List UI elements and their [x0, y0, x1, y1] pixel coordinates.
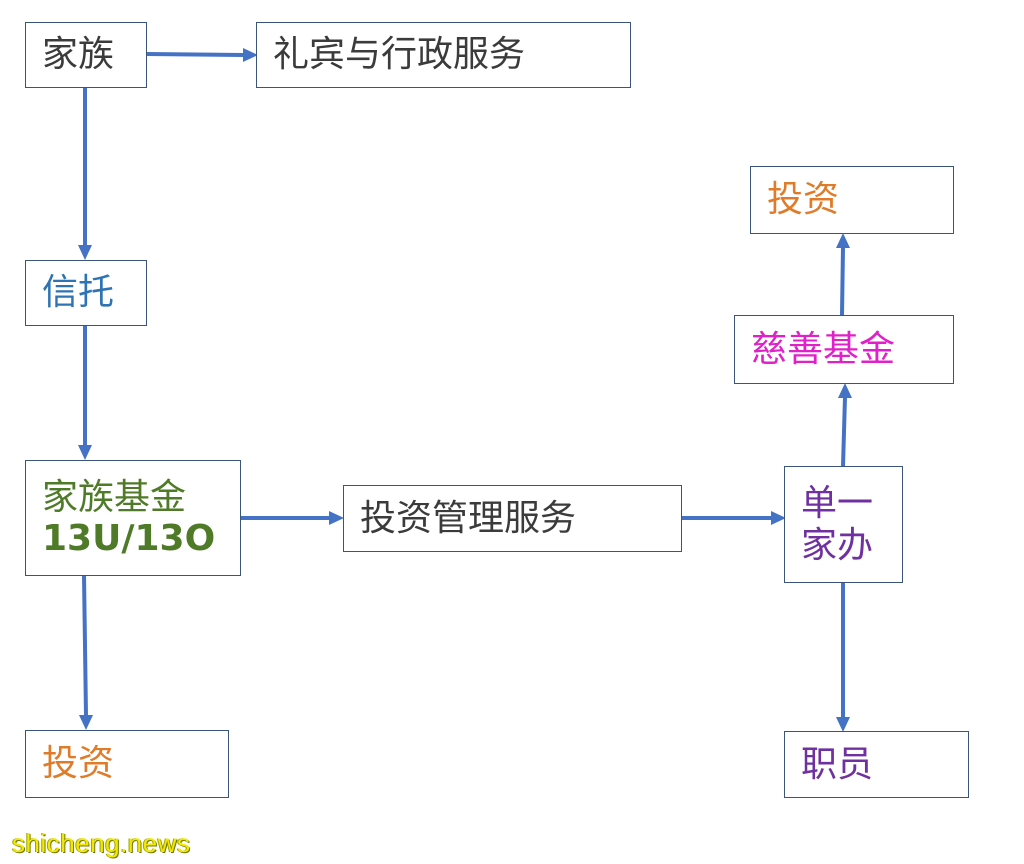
- arrow-family-fund-to-mgmt: [240, 511, 344, 525]
- node-family-fund: 家族基金 13U/13O: [25, 460, 241, 576]
- node-family: 家族: [25, 22, 147, 88]
- node-staff: 职员: [784, 731, 969, 798]
- node-family-label: 家族: [42, 34, 115, 76]
- node-investment-left: 投资: [25, 730, 229, 798]
- node-family-fund-label: 家族基金: [42, 476, 187, 518]
- arrow-charity-to-invest: [836, 233, 850, 316]
- node-family-fund-scheme: 13U/13O: [42, 518, 216, 559]
- node-staff-label: 职员: [801, 743, 874, 785]
- node-investment-management-services: 投资管理服务: [343, 485, 682, 552]
- node-concierge-label: 礼宾与行政服务: [273, 34, 526, 76]
- watermark-text: shicheng.news: [12, 828, 191, 858]
- arrow-family-to-trust: [78, 87, 92, 260]
- node-concierge-admin-services: 礼宾与行政服务: [256, 22, 631, 88]
- arrow-trust-to-family-fund: [78, 325, 92, 460]
- node-charity-fund: 慈善基金: [734, 315, 954, 384]
- arrow-single-office-to-charity: [838, 383, 852, 467]
- node-trust: 信托: [25, 260, 147, 326]
- node-single-office-line2: 家办: [801, 524, 874, 566]
- node-investment-left-label: 投资: [42, 743, 115, 785]
- node-mgmt-label: 投资管理服务: [360, 497, 577, 539]
- node-investment-right: 投资: [750, 166, 954, 234]
- node-charity-label: 慈善基金: [751, 328, 896, 370]
- arrow-family-to-concierge: [145, 48, 258, 62]
- arrow-single-office-to-staff: [836, 582, 850, 732]
- node-trust-label: 信托: [42, 272, 115, 314]
- arrow-mgmt-to-single-office: [681, 511, 786, 525]
- arrow-family-fund-to-invest: [79, 574, 93, 730]
- node-single-family-office: 单一 家办: [784, 466, 903, 583]
- node-single-office-line1: 单一: [801, 483, 874, 525]
- node-investment-right-label: 投资: [767, 179, 840, 221]
